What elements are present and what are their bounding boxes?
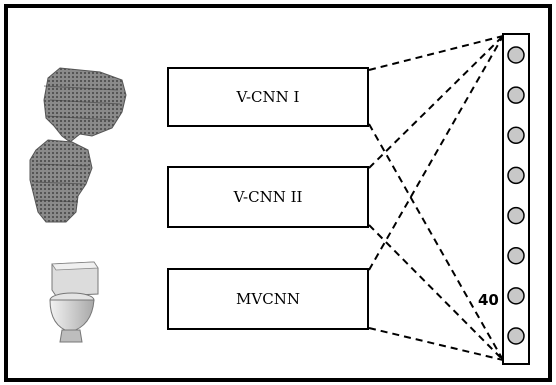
model-label-mvcnn: MVCNN: [236, 290, 300, 308]
model-label-vcnn-1: V-CNN I: [236, 88, 300, 106]
connection-line: [368, 224, 504, 361]
output-size-label: 40: [478, 291, 499, 309]
voxel-toilet-icon: [29, 67, 127, 223]
connection-line: [368, 35, 504, 71]
output-node: [507, 126, 525, 145]
output-layer-column: [502, 33, 530, 365]
output-node: [507, 206, 525, 225]
connection-line: [368, 327, 504, 361]
model-box-mvcnn: MVCNN: [167, 268, 369, 330]
model-box-vcnn-1: V-CNN I: [167, 67, 369, 127]
output-node: [507, 287, 525, 305]
output-node: [507, 327, 525, 345]
toilet-render-icon: [49, 261, 99, 343]
output-node: [507, 86, 525, 104]
model-box-vcnn-2: V-CNN II: [167, 166, 369, 228]
model-label-vcnn-2: V-CNN II: [233, 188, 303, 206]
output-node: [507, 166, 525, 185]
output-node: [507, 46, 525, 64]
connection-line: [368, 35, 504, 271]
connection-line: [368, 35, 504, 169]
output-nodes: [507, 46, 525, 345]
connection-lines: [368, 35, 504, 361]
connection-line: [368, 123, 504, 361]
output-node: [507, 246, 525, 265]
